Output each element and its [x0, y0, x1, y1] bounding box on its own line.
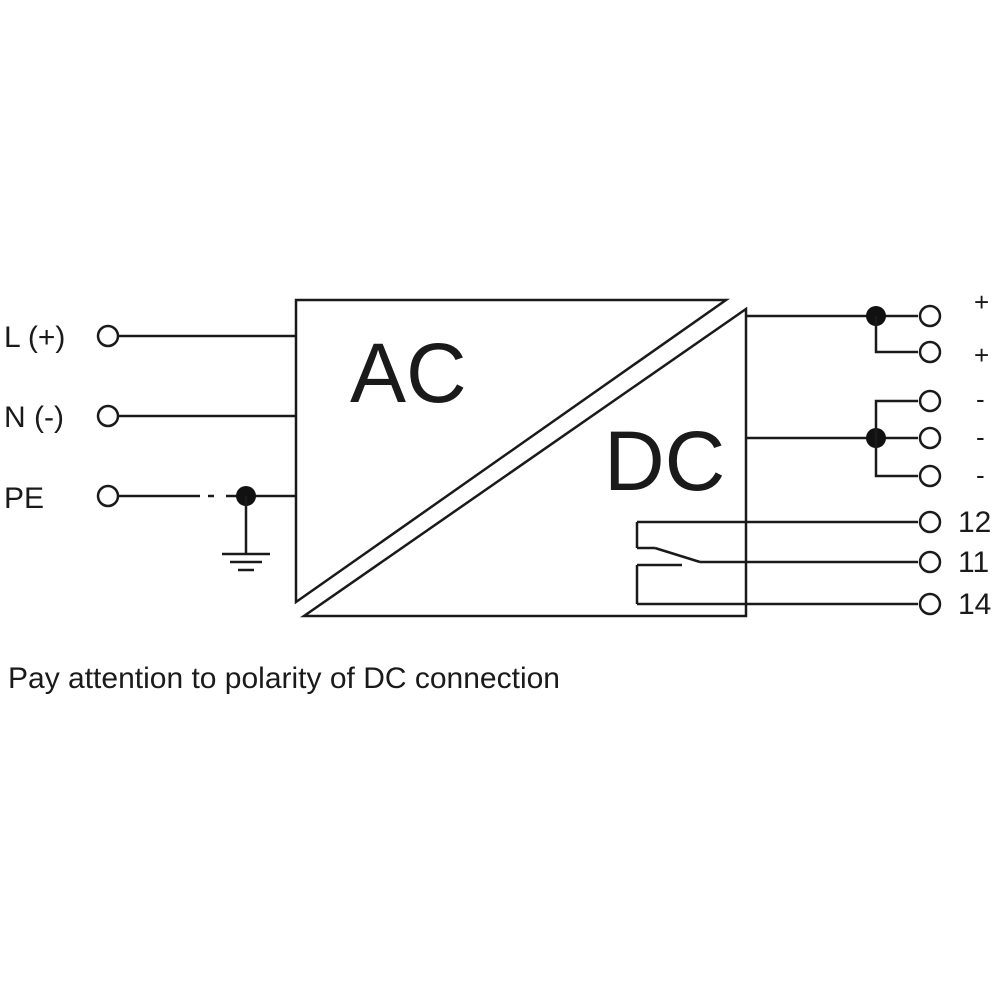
terminal-pe [96, 484, 120, 508]
ac-section [294, 298, 730, 605]
terminal-l [96, 324, 120, 348]
terminal-plus-2 [918, 340, 942, 364]
output-label-14: 14 [958, 588, 991, 621]
terminal-plus-1 [918, 304, 942, 328]
terminal-14 [918, 592, 942, 616]
input-label-n: N (-) [4, 401, 64, 434]
polarity-note: Pay attention to polarity of DC connecti… [8, 662, 560, 695]
output-label-12: 12 [958, 506, 991, 539]
dc-section [300, 306, 748, 618]
output-label-minus-2: - [976, 422, 985, 452]
dc-label: DC [604, 414, 725, 508]
terminal-12 [918, 510, 942, 534]
ac-label: AC [350, 326, 467, 420]
terminal-11 [918, 550, 942, 574]
wire-dc-plus-branch [874, 316, 918, 354]
converter-block [294, 298, 748, 618]
wire-dc-minus-branch [874, 399, 918, 478]
ground-icon [222, 496, 270, 572]
output-label-minus-3: - [976, 460, 985, 490]
terminal-minus-2 [918, 426, 942, 450]
output-label-11: 11 [958, 546, 989, 579]
relay-contact-icon [635, 520, 746, 606]
terminal-minus-1 [918, 389, 942, 413]
terminal-minus-3 [918, 464, 942, 488]
output-label-plus-1: + [974, 287, 989, 317]
terminal-n [96, 404, 120, 428]
input-label-l: L (+) [4, 321, 65, 354]
output-label-plus-2: + [974, 340, 989, 370]
output-label-minus-1: - [976, 384, 985, 414]
input-label-pe: PE [4, 482, 44, 515]
